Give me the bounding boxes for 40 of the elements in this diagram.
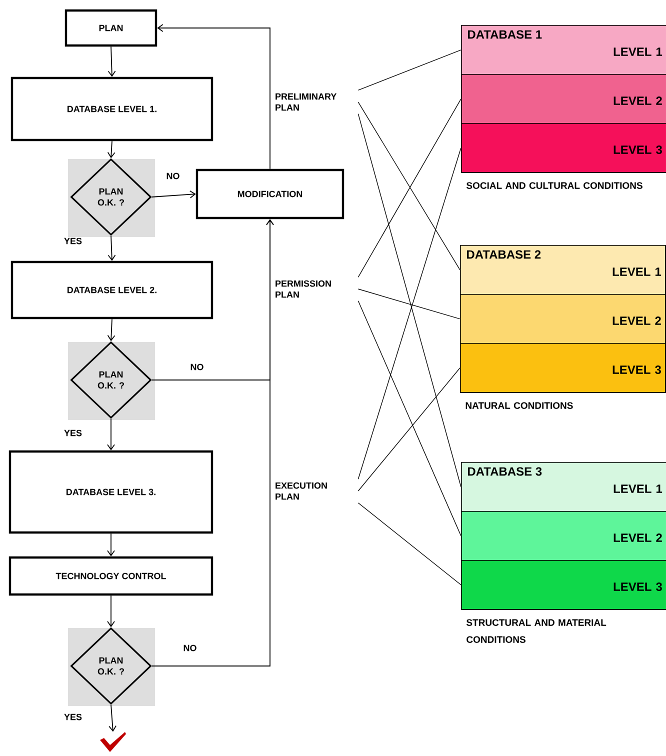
edge-label: YES xyxy=(64,238,82,244)
level-band: LEVEL 3 xyxy=(461,560,666,610)
arrow xyxy=(107,318,116,342)
edge-label: YES xyxy=(64,714,82,720)
edge-label: NO xyxy=(166,172,180,180)
check-mark xyxy=(100,732,126,752)
process-box: TECHNOLOGY CONTROL xyxy=(8,556,214,596)
arrow xyxy=(107,418,115,450)
level-band: LEVEL 1 DATABASE 3 xyxy=(461,462,666,512)
node-label: SOCIAL AND CULTURAL CONDITIONS xyxy=(466,182,642,189)
arrow xyxy=(107,533,115,556)
arrow xyxy=(108,704,117,732)
level-band: LEVEL 1 DATABASE 2 xyxy=(460,245,666,295)
edge-label: NO xyxy=(190,364,204,370)
arrow xyxy=(157,24,270,170)
process-box: DATABASE LEVEL 1. xyxy=(10,76,214,142)
level-band: LEVEL 2 xyxy=(461,74,666,124)
arrow xyxy=(151,190,196,198)
level-band: LEVEL 3 xyxy=(461,123,666,173)
plan-label: PERMISSION PLAN xyxy=(276,280,331,298)
level-band: LEVEL 3 xyxy=(460,343,666,393)
process-box: MODIFICATION xyxy=(196,168,344,220)
edge-label: NO xyxy=(184,644,196,652)
process-box: DATABASE LEVEL 2. xyxy=(10,260,214,320)
arrow xyxy=(108,46,116,77)
level-band: LEVEL 2 xyxy=(461,511,666,561)
database-block: LEVEL 1 DATABASE 3 LEVEL 2 LEVEL 3 STRUCTURAL AND MATERIAL CONDITIONS xyxy=(461,462,666,643)
level-band: LEVEL 1 DATABASE 1 xyxy=(461,25,666,75)
arrow xyxy=(107,595,115,628)
process-box: PLAN xyxy=(64,9,158,47)
edge-label: YES xyxy=(64,430,82,436)
level-band: LEVEL 2 xyxy=(460,294,666,344)
node-label: STRUCTURAL AND MATERIAL CONDITIONS xyxy=(466,619,606,643)
arrow xyxy=(107,140,116,158)
arrow xyxy=(151,219,274,666)
plan-label: PRELIMINARY PLAN xyxy=(276,93,337,111)
node-label: NATURAL CONDITIONS xyxy=(466,402,573,409)
plan-label: EXECUTION PLAN xyxy=(276,482,327,500)
process-box: DATABASE LEVEL 3. xyxy=(8,450,214,534)
arrow xyxy=(108,235,116,261)
